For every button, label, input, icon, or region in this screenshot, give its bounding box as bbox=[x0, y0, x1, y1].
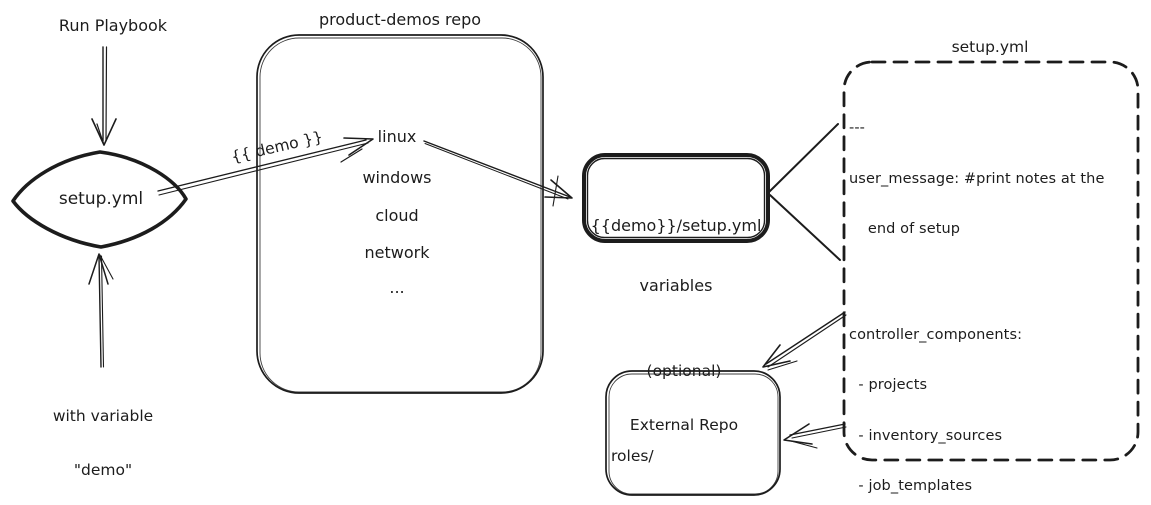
repo-item-ellipsis: ... bbox=[389, 278, 405, 297]
diamond-shape bbox=[11, 150, 188, 249]
repo-item-linux: linux bbox=[377, 127, 417, 146]
variables-box-line2: variables bbox=[639, 276, 713, 295]
job-templates-to-external-arrow bbox=[783, 423, 847, 449]
variables-to-file-lines bbox=[768, 123, 841, 261]
projects-to-external-arrow bbox=[762, 311, 847, 371]
repo-title: product-demos repo bbox=[318, 10, 482, 29]
external-repo-label-line2: External Repo bbox=[629, 416, 739, 434]
setup-yml-title: setup.yml bbox=[951, 38, 1029, 56]
with-variable-arrow bbox=[88, 253, 114, 368]
setup-yml-content: --- user_message: #print notes at the en… bbox=[849, 87, 1137, 505]
external-repo-box bbox=[605, 370, 781, 496]
yaml-line: end of setup bbox=[849, 221, 961, 237]
repo-item-network: network bbox=[364, 243, 430, 262]
diamond-label: setup.yml bbox=[58, 189, 144, 209]
external-repo-item-roles: roles/ bbox=[611, 447, 654, 465]
yaml-line: --- bbox=[849, 120, 865, 136]
repo-item-cloud: cloud bbox=[375, 206, 419, 225]
repo-box bbox=[256, 34, 544, 394]
variables-box-text: {{demo}}/setup.yml variables bbox=[588, 176, 764, 336]
yaml-line: user_message: #print notes at the bbox=[849, 170, 1105, 187]
variables-box bbox=[582, 153, 770, 243]
yaml-line: controller_components: bbox=[849, 326, 1023, 343]
linux-to-variables-arrow bbox=[423, 140, 573, 207]
yaml-line: - inventory_sources bbox=[849, 427, 1003, 444]
repo-item-windows: windows bbox=[362, 168, 432, 187]
run-playbook-label: Run Playbook bbox=[58, 16, 168, 35]
external-repo-label-line1: (optional) bbox=[646, 362, 722, 380]
with-variable-line2: "demo" bbox=[73, 461, 133, 479]
variables-box-line1: {{demo}}/setup.yml bbox=[590, 216, 762, 235]
yaml-line: - projects bbox=[849, 377, 928, 393]
with-variable-line1: with variable bbox=[52, 407, 154, 425]
yaml-blank-line bbox=[849, 271, 1137, 294]
setup-yml-file-box bbox=[842, 60, 1140, 462]
run-playbook-arrow bbox=[91, 46, 117, 146]
yaml-line: - job_templates bbox=[849, 478, 973, 494]
external-repo-content: roles/ playbooks/ .... bbox=[611, 401, 771, 505]
with-variable-label: with variable "demo" bbox=[34, 371, 172, 505]
external-repo-label: (optional) External Repo bbox=[614, 326, 754, 470]
demo-arrow bbox=[157, 137, 374, 196]
